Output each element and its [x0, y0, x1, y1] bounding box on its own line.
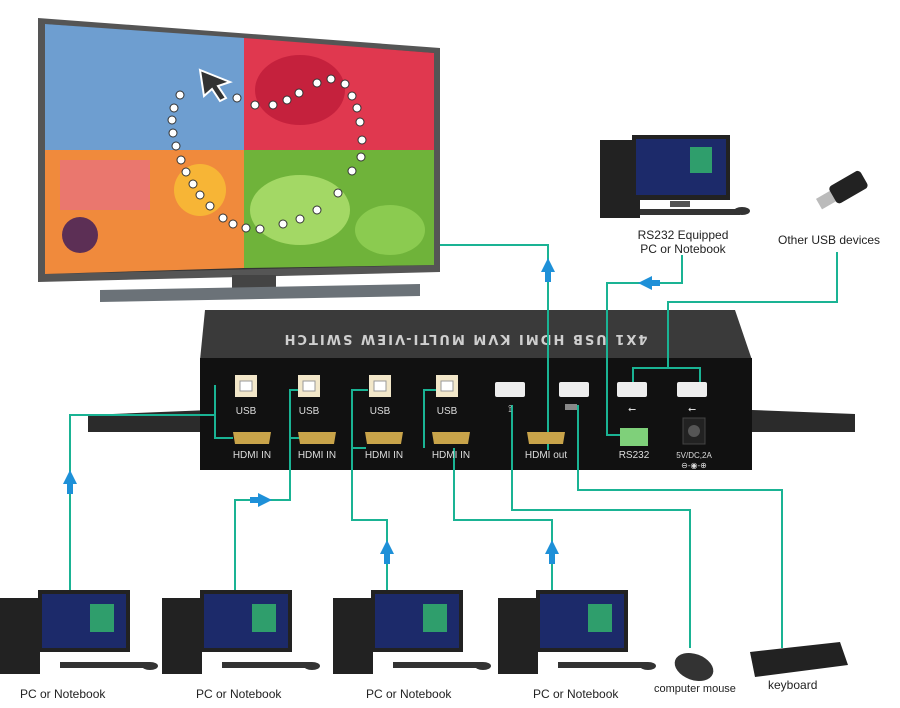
- cursor-arrow-icon: [198, 68, 233, 103]
- kvm-switch-device: 4X1 USB HDMI KVM MULTI-VIEW SWITCH: [88, 310, 855, 470]
- cable-hdmi-out: [440, 244, 549, 450]
- polarity-icon: ⊖-◉-⊕: [681, 461, 707, 470]
- pc4-label: PC or Notebook: [533, 687, 619, 701]
- hdmi-out-label: HDMI out: [525, 450, 567, 461]
- pc-illustration-2: [162, 590, 320, 674]
- cable-pc1: [69, 414, 215, 590]
- hdmi-in-label: HDMI IN: [233, 450, 271, 461]
- usb-port-label: USB: [236, 406, 257, 417]
- arrow-up-icon: [541, 258, 555, 282]
- pc-illustration-3: [333, 590, 491, 674]
- usb-devices-label: Other USB devices: [778, 233, 881, 247]
- screen-quadrant-ferris-wheel: [45, 24, 244, 150]
- pc-illustration-4: [498, 590, 656, 674]
- mounting-ear-left: [88, 410, 210, 432]
- tv-monitor: [38, 18, 440, 302]
- tv-neck: [232, 275, 276, 289]
- pc1-label: PC or Notebook: [20, 687, 106, 701]
- usb-b-ports: [235, 375, 458, 397]
- usb-symbol-icon: ⭠: [688, 404, 696, 415]
- pc-illustration-1: [0, 590, 158, 674]
- arrow-right-icon: [250, 493, 272, 507]
- usb-symbol-icon: ⭠: [628, 404, 636, 415]
- mounting-ear-right: [752, 410, 855, 432]
- rs232-pc-label-line1: RS232 Equipped: [637, 228, 729, 242]
- keyboard-label: keyboard: [768, 678, 818, 692]
- flow-arrows: [63, 258, 660, 564]
- cable-pc2: [234, 389, 302, 590]
- keyboard-port-icon: [565, 404, 577, 410]
- tv-stand: [100, 284, 420, 302]
- usb-port-label: USB: [437, 406, 458, 417]
- cable-usb-devices: [632, 252, 838, 385]
- arrow-up-icon: [63, 470, 77, 494]
- cable-mouse: [511, 405, 691, 648]
- arrow-left-icon: [638, 276, 660, 290]
- usb-port-label: USB: [299, 406, 320, 417]
- device-front-panel: [200, 358, 752, 470]
- mouse-port-icon: ⟟: [508, 404, 512, 415]
- rs232-pc-label-line2: PC or Notebook: [640, 242, 726, 256]
- device-title: 4X1 USB HDMI KVM MULTI-VIEW SWITCH: [283, 331, 648, 346]
- hdmi-in-label: HDMI IN: [298, 450, 336, 461]
- pc3-label: PC or Notebook: [366, 687, 452, 701]
- cable-rs232: [606, 255, 683, 436]
- hdmi-ports: [233, 432, 565, 444]
- arrow-up-icon: [380, 540, 394, 564]
- hdmi-in-label: HDMI IN: [365, 450, 403, 461]
- usb-port-label: USB: [370, 406, 391, 417]
- power-label: 5V/DC,2A: [676, 451, 712, 460]
- mouse-path-dots: [167, 74, 367, 234]
- usb-a-ports: [495, 382, 707, 397]
- computer-mouse-icon: [674, 652, 714, 682]
- rs232-label: RS232: [619, 450, 650, 461]
- quad-view-screen: [45, 24, 434, 274]
- device-top: [200, 310, 752, 360]
- hdmi-in-label: HDMI IN: [432, 450, 470, 461]
- arrow-up-icon: [545, 540, 559, 564]
- cable-keyboard: [577, 405, 783, 648]
- rs232-pc-label: RS232 Equipped PC or Notebook: [618, 228, 748, 256]
- keyboard-icon: [750, 642, 848, 677]
- usb-stick-icon: [816, 170, 868, 210]
- pc2-label: PC or Notebook: [196, 687, 282, 701]
- mouse-label: computer mouse: [654, 683, 736, 695]
- rs232-pc-illustration: [600, 135, 750, 218]
- rs232-terminal: [620, 428, 648, 446]
